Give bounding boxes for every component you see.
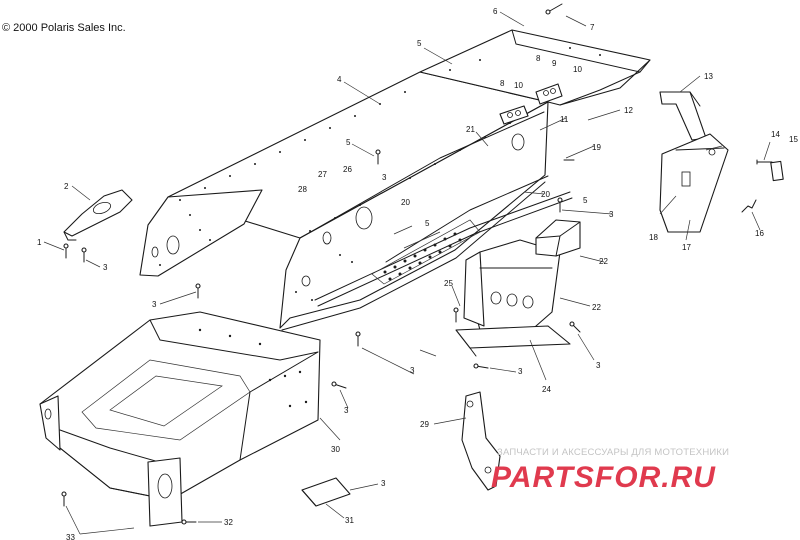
callout-28: 28 — [298, 185, 307, 194]
callout-19: 19 — [592, 143, 601, 152]
callout-22: 22 — [592, 303, 601, 312]
callout-22: 22 — [599, 257, 608, 266]
callout-20: 20 — [541, 190, 550, 199]
watermark-logo: PARTSFOR.RU — [491, 461, 716, 494]
callout-31: 31 — [345, 516, 354, 525]
rear-bracket — [659, 133, 729, 233]
callout-5: 5 — [425, 219, 430, 228]
callout-8: 8 — [536, 54, 541, 63]
callout-33: 33 — [66, 533, 75, 540]
callout-3: 3 — [344, 406, 349, 415]
callout-3: 3 — [596, 361, 601, 370]
callout-30: 30 — [331, 445, 340, 454]
callout-5: 5 — [417, 39, 422, 48]
callout-numbers: 1 2 3 3 4 5 5 5 5 6 7 8 8 9 10 10 11 12 … — [37, 7, 798, 540]
callout-1: 1 — [37, 238, 42, 247]
callout-3: 3 — [410, 366, 415, 375]
front-frame — [39, 311, 321, 527]
callout-3: 3 — [103, 263, 108, 272]
callout-2: 2 — [64, 182, 69, 191]
callout-26: 26 — [343, 165, 352, 174]
tunnel-assembly — [139, 71, 573, 331]
callout-32: 32 — [224, 518, 233, 527]
copyright-text: © 2000 Polaris Sales Inc. — [2, 22, 126, 34]
callout-6: 6 — [493, 7, 498, 16]
front-bulkhead — [455, 239, 571, 357]
callout-7: 7 — [590, 23, 595, 32]
callout-3: 3 — [609, 210, 614, 219]
rear-grab-handle — [659, 91, 707, 141]
callout-14: 14 — [771, 130, 780, 139]
callout-10: 10 — [514, 81, 523, 90]
callout-27: 27 — [318, 170, 327, 179]
callout-20: 20 — [401, 198, 410, 207]
callout-5: 5 — [583, 196, 588, 205]
callout-12: 12 — [624, 106, 633, 115]
callout-4: 4 — [337, 75, 342, 84]
plate-part-31 — [301, 477, 351, 507]
upper-block-22 — [535, 219, 581, 257]
callout-17: 17 — [682, 243, 691, 252]
top-fastener-plates — [499, 83, 563, 125]
callout-11: 11 — [560, 115, 569, 124]
callout-8: 8 — [500, 79, 505, 88]
tunnel-rivets — [159, 91, 511, 301]
rear-top-plate — [419, 29, 651, 106]
callout-3: 3 — [382, 173, 387, 182]
callout-18: 18 — [649, 233, 658, 242]
callout-13: 13 — [704, 72, 713, 81]
leader-lines — [43, 11, 771, 535]
callout-21: 21 — [466, 125, 475, 134]
callout-24: 24 — [542, 385, 551, 394]
callout-15: 15 — [789, 135, 798, 144]
callout-29: 29 — [420, 420, 429, 429]
callout-10: 10 — [573, 65, 582, 74]
tunnel-vent-grille — [371, 219, 481, 285]
bracket-part-2 — [63, 189, 133, 241]
bracket-part-29 — [461, 391, 501, 491]
watermark-tagline: ЗАПЧАСТИ И АКСЕССУАРЫ ДЛЯ МОТОТЕХНИКИ — [497, 447, 729, 458]
bolts — [61, 3, 581, 525]
small-hardware-14-16 — [741, 159, 784, 213]
callout-16: 16 — [755, 229, 764, 238]
callout-5: 5 — [346, 138, 351, 147]
callout-25: 25 — [444, 279, 453, 288]
callout-3: 3 — [381, 479, 386, 488]
site-watermark: ЗАПЧАСТИ И АКСЕССУАРЫ ДЛЯ МОТОТЕХНИКИ PA… — [491, 447, 729, 494]
callout-9: 9 — [552, 59, 557, 68]
callout-3: 3 — [152, 300, 157, 309]
callout-3: 3 — [518, 367, 523, 376]
